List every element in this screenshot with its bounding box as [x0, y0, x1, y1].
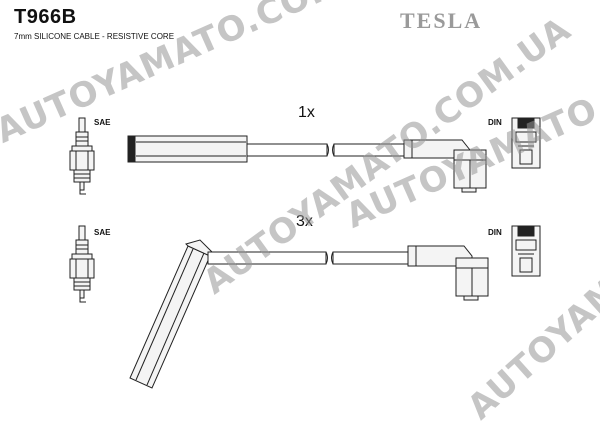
- din-terminal-row1: [511, 117, 541, 169]
- diagonal-boot-row2: [129, 239, 213, 389]
- cable-row2: [207, 251, 416, 265]
- spark-plug-row1: [69, 117, 95, 195]
- quantity-row1: 1x: [298, 104, 315, 121]
- angled-boot-row1: [403, 139, 487, 193]
- cable-diagram: [69, 117, 541, 389]
- din-terminal-row2: [511, 225, 541, 277]
- cable-description: 7mm SILICONE CABLE - RESISTIVE CORE: [14, 32, 175, 41]
- sae-label-row2: SAE: [94, 228, 111, 237]
- din-label-row2: DIN: [488, 228, 502, 237]
- din-label-row1: DIN: [488, 118, 502, 127]
- brand-logo: TESLA: [400, 8, 483, 33]
- angled-boot-row2: [407, 245, 489, 301]
- sae-label-row1: SAE: [94, 118, 111, 127]
- quantity-row2: 3x: [296, 213, 313, 230]
- cable-row1: [246, 143, 413, 157]
- straight-boot-row1: [127, 135, 248, 163]
- spark-plug-row2: [69, 225, 95, 303]
- part-code: T966B: [14, 6, 77, 28]
